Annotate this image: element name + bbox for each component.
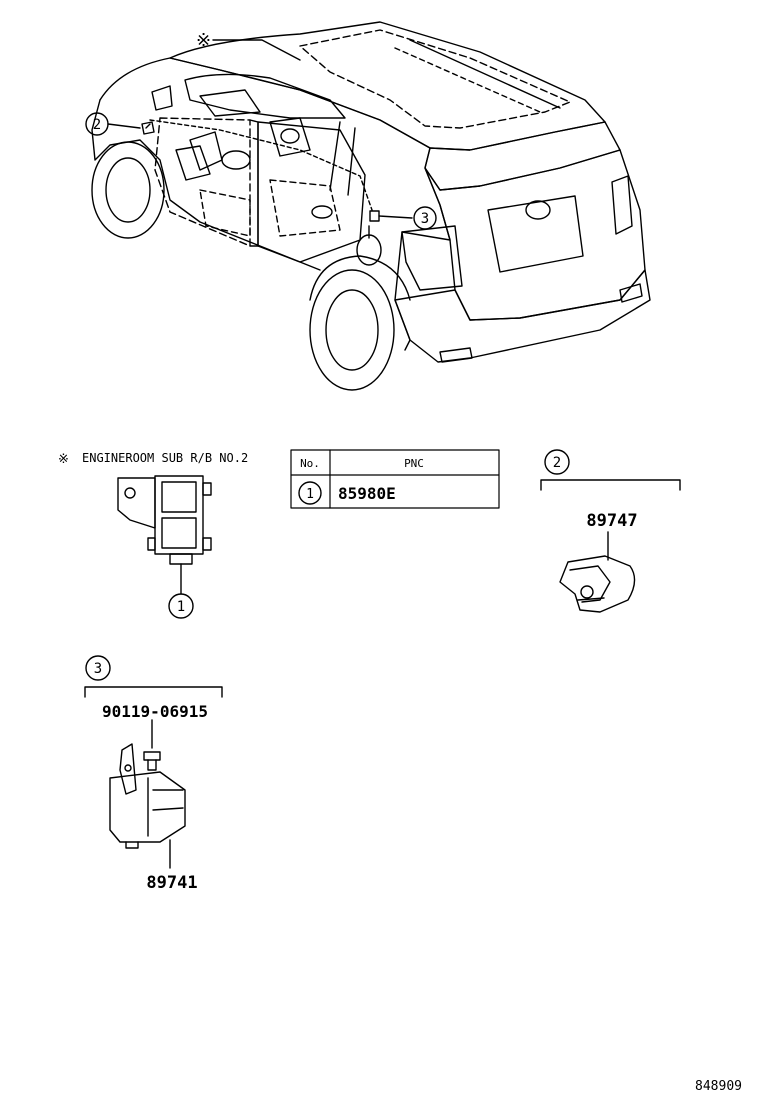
callout-2-part: 2 [553,455,561,471]
table-row-pnc: 85980E [338,484,396,503]
diagram-id: 848909 [695,1079,742,1094]
part-89747-drawing [540,479,681,613]
callout-1-relay: 1 [177,599,185,615]
part-number-90119-06915: 90119-06915 [102,702,208,721]
part-number-89741: 89741 [146,873,197,893]
relay-block-drawing [117,475,212,595]
part-number-89747: 89747 [586,511,637,531]
part-89741-drawing [84,686,223,869]
engineroom-label: ENGINEROOM SUB R/B NO.2 [82,451,248,465]
note-symbol-label: ※ [58,452,69,467]
callout-3-vehicle: 3 [421,211,429,227]
note-symbol-vehicle: ※ [196,30,211,51]
table-header-pnc: PNC [404,457,424,470]
callout-2-vehicle: 2 [93,117,101,133]
pnc-table-grid [290,449,500,509]
table-row-no: 1 [306,487,314,502]
callout-3-part: 3 [94,661,102,677]
table-header-no: No. [300,457,320,470]
vehicle-illustration [91,21,651,391]
